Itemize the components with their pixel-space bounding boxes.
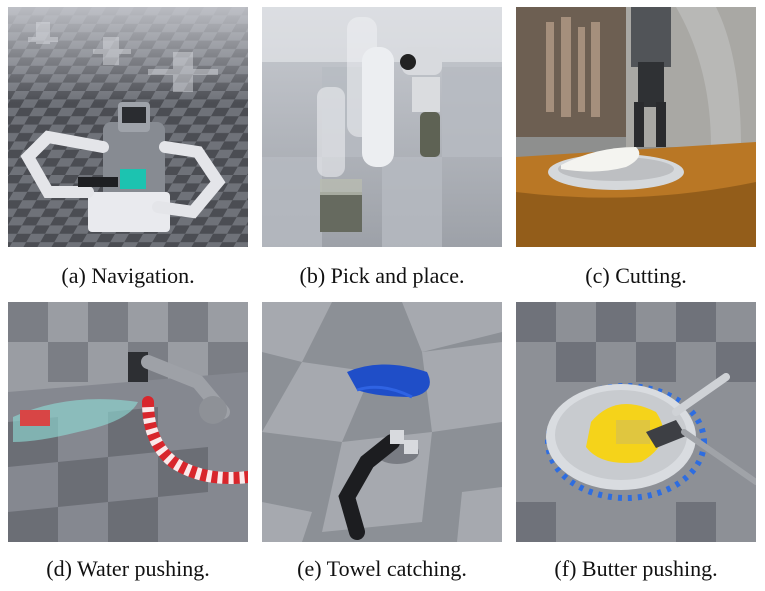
caption-text: Water pushing.: [77, 556, 210, 581]
caption-letter: (a): [61, 263, 86, 288]
butter-pushing-image: [516, 302, 756, 542]
caption-text: Navigation.: [91, 263, 195, 288]
cutting-image: [516, 7, 756, 247]
caption-letter: (f): [554, 556, 577, 581]
caption-text: Butter pushing.: [581, 556, 718, 581]
caption-navigation: (a) Navigation.: [3, 263, 253, 289]
caption-letter: (c): [585, 263, 610, 288]
water-pushing-image: [8, 302, 248, 542]
caption-towel-catching: (e) Towel catching.: [257, 556, 507, 582]
pick-and-place-image: [262, 7, 502, 247]
caption-water-pushing: (d) Water pushing.: [3, 556, 253, 582]
caption-text: Pick and place.: [330, 263, 465, 288]
caption-butter-pushing: (f) Butter pushing.: [511, 556, 761, 582]
caption-letter: (b): [299, 263, 326, 288]
caption-text: Cutting.: [615, 263, 687, 288]
caption-text: Towel catching.: [326, 556, 467, 581]
caption-letter: (d): [46, 556, 72, 581]
caption-pick-and-place: (b) Pick and place.: [257, 263, 507, 289]
caption-letter: (e): [297, 556, 322, 581]
navigation-image: [8, 7, 248, 247]
caption-cutting: (c) Cutting.: [511, 263, 761, 289]
towel-catching-image: [262, 302, 502, 542]
